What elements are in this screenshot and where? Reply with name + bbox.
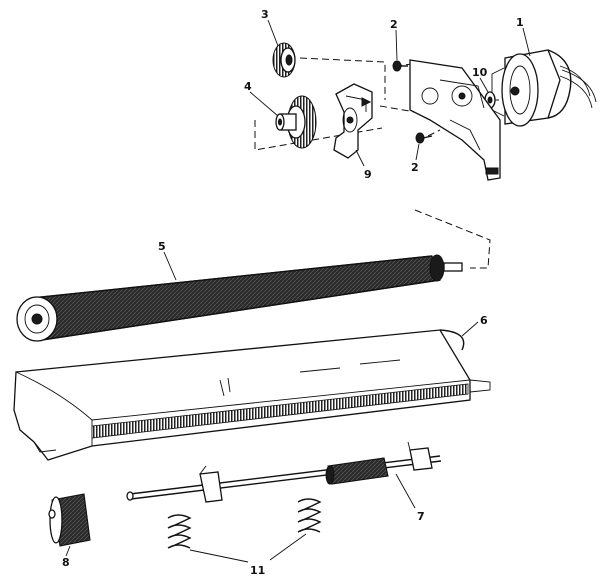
callout-6: 6: [480, 314, 488, 327]
spring-right-part: [297, 498, 322, 533]
screw-lower-part: [415, 132, 433, 144]
callout-labels: 1 2 3 4 5 6 7 8 9 10 2 11: [62, 8, 524, 577]
callout-2-upper: 2: [390, 18, 398, 31]
motor-bracket-part: [409, 59, 501, 181]
leader-lines: [65, 19, 531, 563]
paper-guide-part: [13, 329, 491, 461]
callout-10: 10: [472, 66, 488, 79]
platen-roller-part: [16, 254, 463, 342]
screw-upper-part: [392, 60, 408, 72]
callout-4: 4: [244, 80, 252, 93]
callout-2-lower: 2: [411, 161, 419, 174]
large-gear-part: [275, 95, 317, 149]
callout-7: 7: [417, 510, 425, 523]
small-gear-part: [272, 42, 296, 78]
callout-3: 3: [261, 8, 269, 21]
callout-5: 5: [158, 240, 166, 253]
gear-bracket-part: [333, 83, 373, 159]
callout-8: 8: [62, 556, 70, 569]
motor-part: [491, 49, 597, 127]
callout-1: 1: [516, 16, 524, 29]
small-roller-part: [48, 493, 91, 547]
spring-left-part: [167, 514, 192, 549]
callout-11: 11: [250, 564, 265, 577]
pressure-roller-part: [126, 441, 442, 503]
callout-9: 9: [364, 168, 372, 181]
